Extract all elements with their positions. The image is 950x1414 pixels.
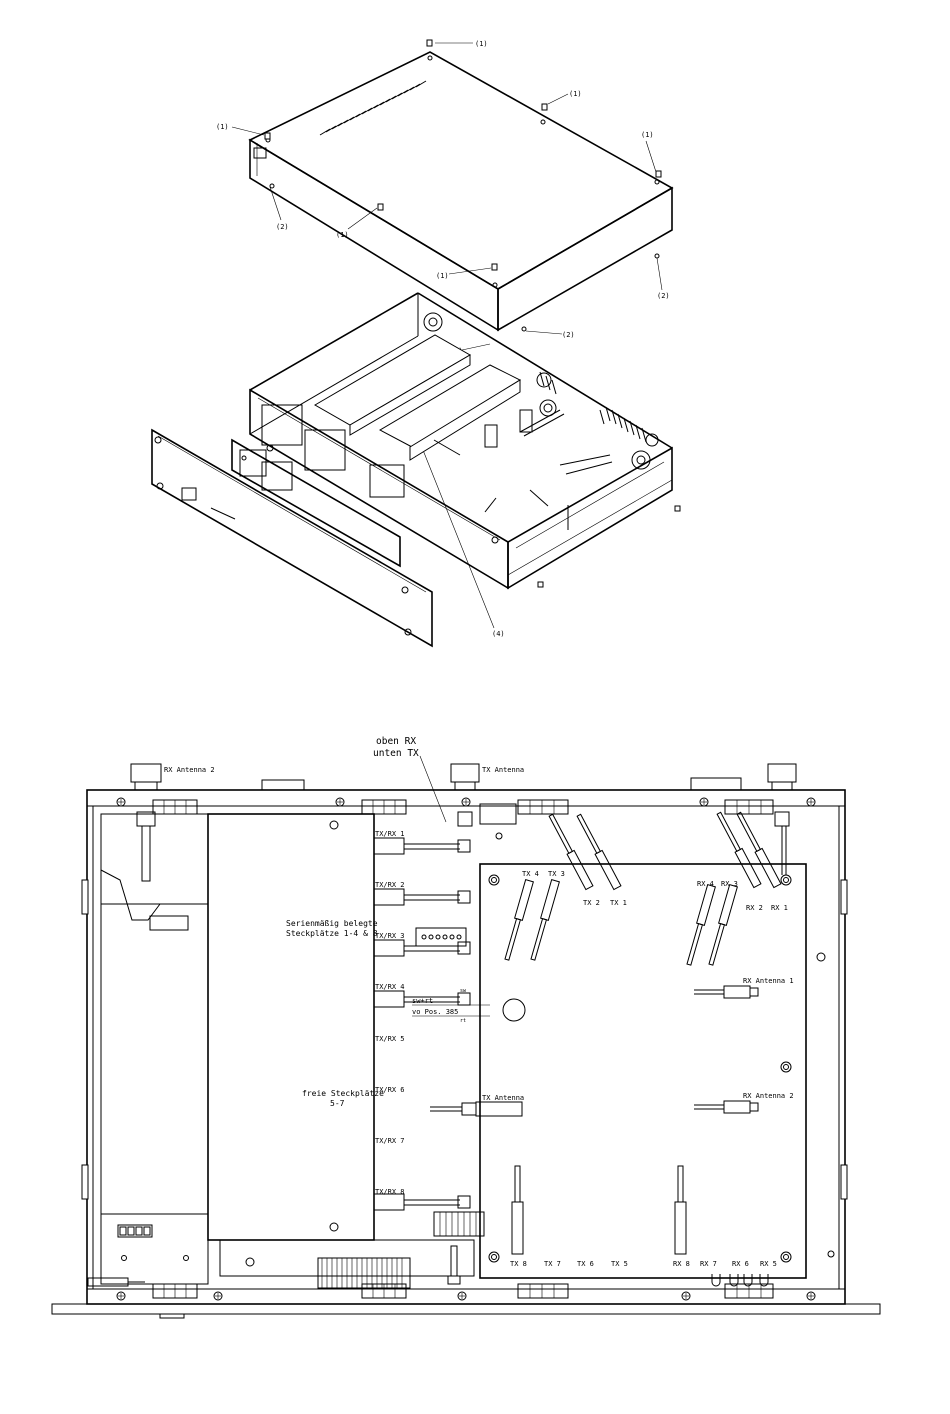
slot-label-7: TX/RX 7	[375, 1137, 405, 1145]
housing-cover	[248, 51, 674, 332]
port-tx5: TX 5	[611, 1260, 628, 1268]
screw-heads	[116, 797, 835, 1301]
slot-connectors	[373, 837, 471, 1211]
slot-label-4: TX/RX 4	[375, 983, 405, 991]
chassis-outline	[86, 789, 846, 1305]
callout-screw: (1)	[475, 40, 488, 48]
slot-label-8: TX/RX 8	[375, 1188, 405, 1196]
bottom-plugs	[511, 1165, 687, 1255]
top-connectors	[130, 763, 797, 882]
cover-vent-slots	[319, 80, 427, 136]
cable-tx1: TX 1	[610, 899, 627, 907]
slot-label-3: TX/RX 3	[375, 932, 405, 940]
exploded-view: (1) (1) (1) (1) (1) (1) (2) (2) (2) (3) …	[151, 39, 681, 648]
callout-screw: (1)	[641, 131, 654, 139]
callout-hole: (2)	[657, 292, 670, 300]
cable-rx4: RX 4	[697, 880, 714, 888]
module-free-line1: freie Steckplätze	[302, 1089, 384, 1098]
wire-note-line1: sw+rt	[412, 997, 433, 1005]
port-rx5: RX 5	[760, 1260, 777, 1268]
callout-hole: (2)	[562, 331, 575, 339]
port-rx7: RX 7	[700, 1260, 717, 1268]
side-latches	[81, 879, 848, 1200]
module-carrier	[207, 813, 375, 1241]
top-view: RX Antenna 2 TX Antenna oben RX unten TX…	[51, 736, 881, 1319]
board-rx-antenna-1: RX Antenna 1	[743, 977, 794, 985]
callout-screw: (1)	[336, 231, 349, 239]
board-tx-antenna: TX Antenna	[482, 1094, 524, 1102]
note-oben-rx: oben RX	[376, 736, 416, 747]
note-unten-tx: unten TX	[373, 748, 419, 759]
cable-tx3: TX 3	[548, 870, 565, 878]
front-panel	[151, 428, 433, 648]
cable-rx2: RX 2	[746, 904, 763, 912]
note-leader	[419, 755, 447, 823]
callout-board: (4)	[492, 630, 505, 638]
feedthrough-hole	[502, 998, 526, 1022]
module-populated-line2: Steckplätze 1-4 & 8	[286, 929, 378, 938]
callout-screw: (1)	[436, 272, 449, 280]
upper-cables	[504, 811, 782, 966]
header-connector	[415, 927, 467, 947]
wire-note-line2: vo Pos. 385	[412, 1008, 458, 1016]
callout-screw: (1)	[216, 123, 229, 131]
callout-leaders	[231, 42, 663, 629]
wire-note-rt: rt	[460, 1018, 466, 1024]
board-rx-antenna-2: RX Antenna 2	[743, 1092, 794, 1100]
port-rx6: RX 6	[732, 1260, 749, 1268]
port-rx8: RX 8	[673, 1260, 690, 1268]
callout-screw: (1)	[569, 90, 582, 98]
slot-label-5: TX/RX 5	[375, 1035, 405, 1043]
sub-panel	[231, 438, 401, 568]
heatsink	[219, 1239, 475, 1289]
module-populated-line1: Serienmäßig belegte	[286, 919, 378, 928]
board-cables	[430, 985, 759, 1117]
cable-tx4: TX 4	[522, 870, 539, 878]
port-tx8: TX 8	[510, 1260, 527, 1268]
cable-tx2: TX 2	[583, 899, 600, 907]
label-rx-antenna-2-top: RX Antenna 2	[164, 766, 215, 774]
power-supply	[87, 813, 209, 1287]
ribbon-cable	[433, 1211, 485, 1237]
module-free-line2: 5-7	[330, 1099, 345, 1108]
wire-note-sw: sw	[460, 988, 467, 994]
terminal-blocks	[152, 799, 774, 1299]
port-tx7: TX 7	[544, 1260, 561, 1268]
callout-hole: (2)	[276, 223, 289, 231]
slot-label-6: TX/RX 6	[375, 1086, 405, 1094]
screws	[264, 39, 681, 588]
cable-rx1: RX 1	[771, 904, 788, 912]
rx-port-sockets	[711, 1274, 769, 1287]
main-pcb	[479, 863, 807, 1279]
slot-label-1: TX/RX 1	[375, 830, 405, 838]
chassis	[249, 292, 673, 590]
slot-label-2: TX/RX 2	[375, 881, 405, 889]
port-tx6: TX 6	[577, 1260, 594, 1268]
cable-rx3: RX 3	[721, 880, 738, 888]
label-tx-antenna-top: TX Antenna	[482, 766, 524, 774]
base-plate	[51, 1303, 881, 1315]
